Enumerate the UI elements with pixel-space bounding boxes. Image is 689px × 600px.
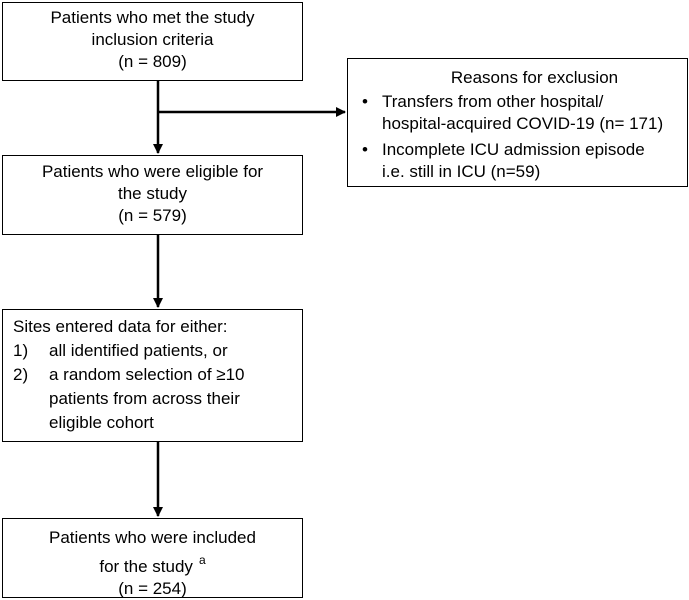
box-met-line-2: inclusion criteria [91, 30, 214, 49]
exclusion-item-2-line-1: Incomplete ICU admission episode [382, 140, 645, 159]
box-eligible-line-1: Patients who were eligible for [41, 162, 264, 181]
bullet-icon: • [362, 140, 368, 159]
sites-item-2-line-1: a random selection of ≥10 [49, 365, 245, 384]
footnote-marker: a [198, 553, 206, 567]
exclusion-item-1-line-2: hospital-acquired COVID-19 (n= 171) [382, 114, 664, 133]
sites-item-2-number: 2) [13, 365, 29, 384]
box-sites: Sites entered data for either: 1) all id… [2, 309, 303, 442]
sites-item-2-line-2: patients from across their [49, 389, 240, 408]
box-exclusion: Reasons for exclusion • Transfers from o… [347, 58, 688, 187]
box-met-count: (n = 809) [118, 52, 187, 71]
sites-item-1-line-1: all identified patients, or [49, 341, 228, 360]
sites-item-2: 2) a random selection of ≥10 patients fr… [11, 363, 296, 435]
sites-title: Sites entered data for either: [13, 317, 228, 336]
box-included-line-1: Patients who were included [49, 528, 256, 547]
exclusion-item-1: • Transfers from other hospital/ hospita… [358, 91, 681, 135]
box-met-criteria: Patients who met the study inclusion cri… [2, 2, 303, 81]
sites-item-1-number: 1) [13, 341, 29, 360]
bullet-icon: • [362, 92, 368, 111]
box-included-count: (n = 254) [118, 579, 187, 598]
box-eligible-count: (n = 579) [118, 206, 187, 225]
exclusion-item-2-line-2: i.e. still in ICU (n=59) [382, 162, 541, 181]
sites-item-1: 1) all identified patients, or [11, 339, 296, 363]
box-met-line-1: Patients who met the study [50, 8, 255, 27]
exclusion-item-2: • Incomplete ICU admission episode i.e. … [358, 139, 681, 183]
box-eligible-line-2: the study [118, 184, 187, 203]
exclusion-title: Reasons for exclusion [450, 68, 619, 87]
box-included: Patients who were included for the study… [2, 518, 303, 598]
box-included-line-2-wrap: for the study a [3, 549, 302, 578]
box-included-line-2: for the study [99, 557, 193, 576]
exclusion-item-1-line-1: Transfers from other hospital/ [382, 92, 604, 111]
sites-item-2-line-3: eligible cohort [49, 413, 154, 432]
box-eligible: Patients who were eligible for the study… [2, 155, 303, 235]
